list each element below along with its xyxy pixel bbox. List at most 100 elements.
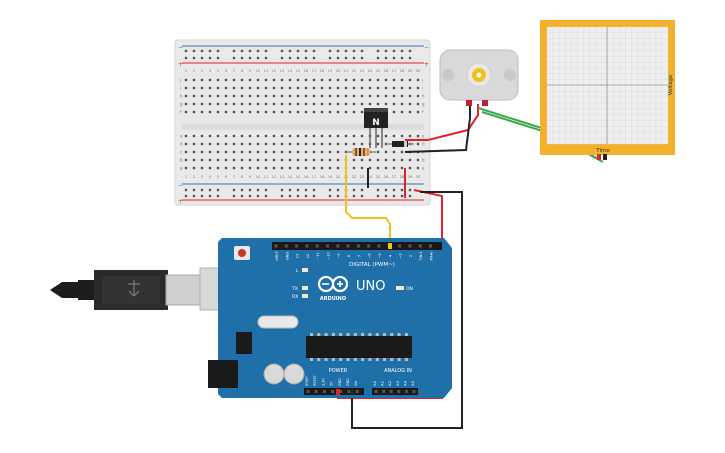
rail-hole[interactable]	[288, 56, 292, 60]
terminal-hole[interactable]	[264, 150, 268, 154]
rail-hole[interactable]	[184, 188, 188, 192]
terminal-hole[interactable]	[264, 158, 268, 162]
terminal-hole[interactable]	[408, 102, 412, 106]
rail-hole[interactable]	[304, 56, 308, 60]
terminal-hole[interactable]	[200, 78, 204, 82]
terminal-hole[interactable]	[304, 110, 308, 114]
rail-hole[interactable]	[400, 188, 404, 192]
terminal-hole[interactable]	[216, 158, 220, 162]
terminal-hole[interactable]	[248, 142, 252, 146]
rail-hole[interactable]	[408, 49, 412, 53]
terminal-hole[interactable]	[304, 166, 308, 170]
terminal-hole[interactable]	[216, 102, 220, 106]
terminal-hole[interactable]	[400, 86, 404, 90]
digital-pin[interactable]	[315, 244, 319, 248]
terminal-hole[interactable]	[296, 142, 300, 146]
terminal-hole[interactable]	[264, 166, 268, 170]
terminal-hole[interactable]	[368, 86, 372, 90]
terminal-hole[interactable]	[376, 102, 380, 106]
terminal-hole[interactable]	[400, 102, 404, 106]
terminal-hole[interactable]	[400, 110, 404, 114]
rail-hole[interactable]	[216, 49, 220, 53]
power-pin[interactable]	[347, 390, 351, 393]
terminal-hole[interactable]	[216, 94, 220, 98]
terminal-hole[interactable]	[288, 78, 292, 82]
digital-pin[interactable]	[326, 244, 329, 248]
terminal-hole[interactable]	[248, 166, 252, 170]
terminal-hole[interactable]	[192, 166, 196, 170]
terminal-hole[interactable]	[320, 78, 324, 82]
analog-pin[interactable]	[382, 390, 386, 393]
rail-hole[interactable]	[184, 194, 188, 198]
terminal-hole[interactable]	[192, 102, 196, 106]
rail-hole[interactable]	[392, 194, 396, 198]
dc-motor[interactable]	[439, 49, 519, 106]
rail-hole[interactable]	[352, 56, 356, 60]
rail-hole[interactable]	[296, 56, 300, 60]
terminal-hole[interactable]	[336, 102, 340, 106]
terminal-hole[interactable]	[264, 134, 268, 138]
terminal-hole[interactable]	[192, 134, 196, 138]
gnd-black-wire[interactable]	[351, 191, 463, 429]
terminal-hole[interactable]	[248, 150, 252, 154]
terminal-hole[interactable]	[264, 86, 268, 90]
terminal-hole[interactable]	[384, 94, 388, 98]
terminal-hole[interactable]	[232, 158, 236, 162]
terminal-hole[interactable]	[344, 94, 348, 98]
terminal-hole[interactable]	[240, 78, 244, 82]
rail-hole[interactable]	[304, 49, 308, 53]
terminal-hole[interactable]	[392, 102, 396, 106]
terminal-hole[interactable]	[192, 86, 196, 90]
rail-hole[interactable]	[376, 56, 380, 60]
terminal-hole[interactable]	[216, 166, 220, 170]
terminal-hole[interactable]	[416, 142, 420, 146]
terminal-hole[interactable]	[400, 94, 404, 98]
rail-hole[interactable]	[256, 56, 260, 60]
digital-pin[interactable]	[418, 244, 422, 248]
rail-hole[interactable]	[192, 188, 196, 192]
terminal-hole[interactable]	[416, 166, 420, 170]
digital-pin[interactable]	[356, 244, 360, 248]
terminal-hole[interactable]	[336, 86, 340, 90]
terminal-hole[interactable]	[256, 134, 260, 138]
analog-pin[interactable]	[397, 390, 401, 393]
terminal-hole[interactable]	[344, 86, 348, 90]
rail-hole[interactable]	[288, 194, 292, 198]
terminal-hole[interactable]	[408, 166, 412, 170]
terminal-hole[interactable]	[200, 94, 204, 98]
terminal-hole[interactable]	[184, 142, 188, 146]
terminal-hole[interactable]	[208, 102, 212, 106]
digital-pin[interactable]	[408, 244, 412, 248]
terminal-hole[interactable]	[280, 110, 284, 114]
terminal-hole[interactable]	[224, 110, 228, 114]
terminal-hole[interactable]	[192, 94, 196, 98]
terminal-hole[interactable]	[232, 150, 236, 154]
terminal-hole[interactable]	[200, 102, 204, 106]
terminal-hole[interactable]	[272, 94, 276, 98]
terminal-hole[interactable]	[416, 94, 420, 98]
terminal-hole[interactable]	[304, 78, 308, 82]
pin3-yellow-wire[interactable]	[345, 155, 391, 248]
terminal-hole[interactable]	[392, 166, 396, 170]
rail-hole[interactable]	[336, 188, 340, 192]
rail-hole[interactable]	[336, 194, 340, 198]
terminal-hole[interactable]	[280, 150, 284, 154]
terminal-hole[interactable]	[272, 78, 276, 82]
rail-hole[interactable]	[208, 49, 212, 53]
terminal-hole[interactable]	[280, 78, 284, 82]
power-pin[interactable]	[314, 390, 318, 393]
terminal-hole[interactable]	[296, 150, 300, 154]
terminal-hole[interactable]	[384, 102, 388, 106]
terminal-hole[interactable]	[224, 102, 228, 106]
terminal-hole[interactable]	[392, 150, 396, 154]
terminal-hole[interactable]	[296, 78, 300, 82]
scope-probe-terminal-2[interactable]	[603, 154, 607, 160]
rail-hole[interactable]	[360, 188, 364, 192]
terminal-hole[interactable]	[400, 78, 404, 82]
terminal-hole[interactable]	[192, 142, 196, 146]
terminal-hole[interactable]	[264, 142, 268, 146]
terminal-hole[interactable]	[216, 78, 220, 82]
terminal-hole[interactable]	[200, 86, 204, 90]
rail-hole[interactable]	[248, 188, 252, 192]
rail-hole[interactable]	[328, 49, 332, 53]
